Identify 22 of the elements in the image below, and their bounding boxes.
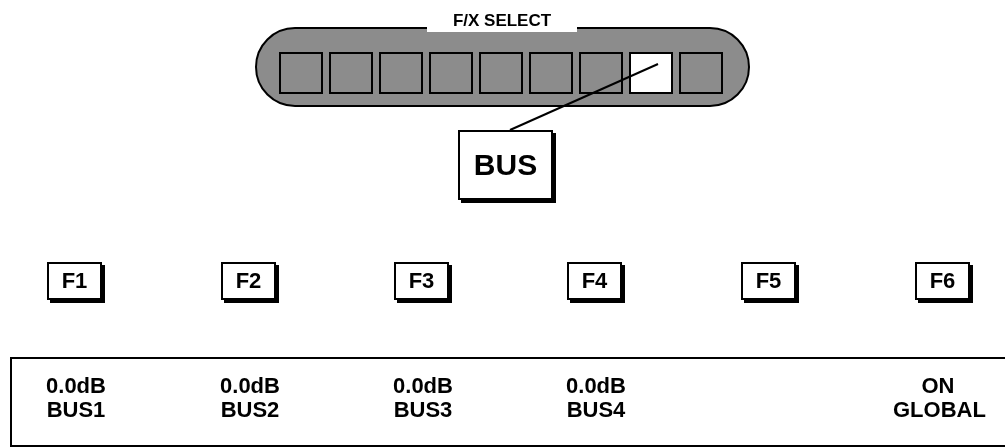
selector-key <box>379 52 423 94</box>
function-key: F1 <box>47 262 102 300</box>
bus-key: BUS <box>458 130 553 200</box>
function-key: F5 <box>741 262 796 300</box>
display-screen <box>10 357 1005 447</box>
function-key: F6 <box>915 262 970 300</box>
function-key: F4 <box>567 262 622 300</box>
display-readout: 0.0dB BUS2 <box>219 374 281 422</box>
lit-selector-key <box>629 52 673 94</box>
function-key: F2 <box>221 262 276 300</box>
leader-line <box>509 63 659 131</box>
function-key: F3 <box>394 262 449 300</box>
selector-key <box>579 52 623 94</box>
selector-key <box>329 52 373 94</box>
selector-key <box>679 52 723 94</box>
selector-key <box>529 52 573 94</box>
display-readout: 0.0dB BUS3 <box>392 374 454 422</box>
selector-key <box>479 52 523 94</box>
display-readout: 0.0dB BUS1 <box>45 374 107 422</box>
selector-key <box>279 52 323 94</box>
display-readout: 0.0dB BUS4 <box>565 374 627 422</box>
selector-key <box>429 52 473 94</box>
